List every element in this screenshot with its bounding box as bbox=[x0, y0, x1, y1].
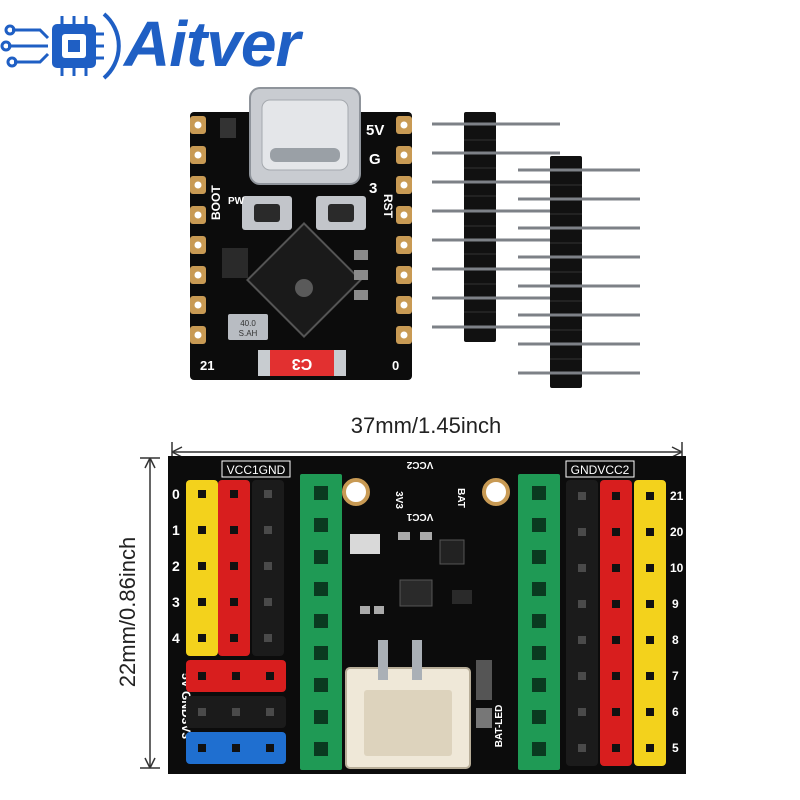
svg-text:BOOT: BOOT bbox=[209, 185, 223, 220]
battery-connector bbox=[345, 640, 471, 769]
pin-header-left bbox=[432, 112, 560, 342]
brand-name: Aitver bbox=[124, 8, 300, 80]
expansion-board: VCC1GND GNDVCC2 0 1 2 3 4 21 20 10 9 8 7… bbox=[168, 456, 686, 774]
left-pin-numbers: 0 1 2 3 4 bbox=[172, 486, 180, 646]
svg-text:BAT: BAT bbox=[455, 488, 466, 508]
svg-text:0: 0 bbox=[392, 358, 399, 373]
chip-logo-icon bbox=[0, 12, 121, 80]
left-header-label: VCC1GND bbox=[227, 463, 286, 477]
svg-text:7: 7 bbox=[672, 669, 679, 683]
svg-text:3: 3 bbox=[369, 180, 377, 197]
svg-text:3V3: 3V3 bbox=[393, 491, 404, 509]
svg-text:VCC2: VCC2 bbox=[406, 459, 433, 470]
height-dimension bbox=[140, 457, 160, 769]
green-header-left bbox=[300, 474, 342, 770]
esp32-c3-board: 40.0 S.AH C3 5V G 3 BOOT RST PW 21 0 bbox=[190, 87, 412, 380]
green-header-right bbox=[518, 474, 560, 770]
right-black-column bbox=[566, 480, 598, 766]
svg-text:9: 9 bbox=[672, 597, 679, 611]
boot-button bbox=[242, 196, 292, 230]
reset-button bbox=[316, 196, 366, 230]
right-header-label: GNDVCC2 bbox=[571, 463, 630, 477]
crystal bbox=[228, 314, 268, 340]
svg-text:0: 0 bbox=[172, 486, 180, 502]
svg-text:10: 10 bbox=[670, 561, 684, 575]
svg-text:2: 2 bbox=[172, 558, 180, 574]
svg-text:S.AH: S.AH bbox=[239, 329, 258, 338]
svg-text:G: G bbox=[369, 151, 381, 168]
svg-text:21: 21 bbox=[200, 358, 214, 373]
svg-text:5: 5 bbox=[672, 741, 679, 755]
esp32-chip bbox=[246, 222, 362, 338]
right-yellow-column bbox=[634, 480, 666, 766]
svg-text:PW: PW bbox=[228, 196, 245, 207]
svg-text:8: 8 bbox=[672, 633, 679, 647]
svg-text:4: 4 bbox=[172, 630, 180, 646]
width-label: 37mm/1.45inch bbox=[351, 413, 501, 438]
svg-text:40.0: 40.0 bbox=[240, 319, 256, 328]
bat-led-label: BAT-LED bbox=[494, 705, 505, 748]
svg-text:20: 20 bbox=[670, 525, 684, 539]
height-label: 22mm/0.86inch bbox=[115, 537, 140, 687]
right-red-column bbox=[600, 480, 632, 766]
svg-text:3: 3 bbox=[172, 594, 180, 610]
svg-text:5V: 5V bbox=[366, 122, 384, 139]
svg-text:RST: RST bbox=[381, 194, 395, 219]
svg-text:6: 6 bbox=[672, 705, 679, 719]
right-pin-numbers: 21 20 10 9 8 7 6 5 bbox=[670, 489, 684, 755]
svg-text:VCC1: VCC1 bbox=[406, 511, 433, 522]
power-pins bbox=[186, 660, 286, 764]
chip-label: C3 bbox=[292, 355, 313, 372]
pin-header-right bbox=[518, 156, 640, 388]
svg-text:21: 21 bbox=[670, 489, 684, 503]
svg-text:1: 1 bbox=[172, 522, 180, 538]
